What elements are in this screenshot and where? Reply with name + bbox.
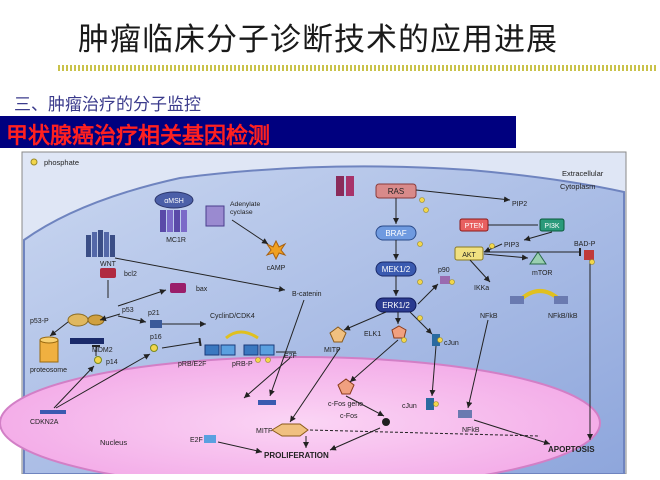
node-erk: ERK1/2 [382, 301, 410, 310]
nfkb-nuclear-icon [458, 410, 472, 418]
p21-icon [150, 320, 162, 328]
node-wnt: WNT [100, 261, 117, 268]
node-proliferation: PROLIFERATION [264, 451, 329, 460]
proteosome-icon [39, 336, 59, 363]
node-mitf: MITF [324, 347, 340, 354]
badp-icon [584, 250, 594, 260]
node-prbe2f: pRB/E2F [178, 361, 206, 368]
node-pip2: PIP2 [512, 201, 527, 208]
mitf-nuclear-icon [271, 423, 309, 437]
label-nucleus: Nucleus [100, 438, 127, 447]
node-cyclind: CyclinD/CDK4 [210, 313, 255, 320]
node-mek: MEK1/2 [382, 265, 411, 274]
akt-box [454, 246, 484, 261]
node-cdkn2a: CDKN2A [30, 419, 59, 426]
node-mc1r: MC1R [166, 237, 186, 244]
node-pten: PTEN [465, 223, 484, 230]
node-p14: p14 [106, 359, 118, 366]
cdkn2a-bar [40, 410, 66, 414]
mdm2-bar [70, 338, 104, 344]
camp-icon [265, 239, 287, 261]
node-bcatenin: B-catenin [292, 291, 322, 298]
slide-subtitle: 三、肿瘤治疗的分子监控 [14, 95, 201, 115]
p90-icon [440, 276, 450, 284]
node-cfos: c-Fos [340, 413, 358, 420]
pathway-arrows [49, 189, 593, 454]
node-p90: p90 [438, 267, 450, 274]
title-underline [58, 65, 658, 71]
adenylate-cyclase-icon [205, 205, 225, 227]
node-badp: BAD-P [574, 241, 596, 248]
node-cjun-n: cJun [402, 403, 417, 410]
legend-phosphate: phosphate [44, 158, 79, 167]
banner-text: 甲状腺癌治疗相关基因检测 [6, 124, 271, 149]
erk-box [375, 297, 417, 313]
cjun-nuclear-icon [426, 398, 434, 410]
cyclind-complex-icon [204, 330, 275, 356]
node-braf: BRAF [385, 229, 406, 238]
p14-icon [94, 356, 102, 364]
nfkb-ikb-icon [510, 296, 524, 304]
cfos-icon [382, 418, 390, 426]
node-apoptosis: APOPTOSIS [548, 445, 595, 454]
p16-icon [150, 344, 158, 352]
slide-title: 肿瘤临床分子诊断技术的应用进展 [78, 22, 558, 58]
node-ras: RAS [388, 187, 404, 196]
node-camp: cAMP [267, 265, 286, 272]
cfos-gene-icon [337, 378, 355, 395]
nfkb-ikb-icon-2 [554, 296, 568, 304]
bcl2-icon [100, 268, 116, 278]
section-banner: 甲状腺癌治疗相关基因检测 [0, 116, 516, 149]
node-e2f-n: E2F [190, 437, 203, 444]
mitf-icon [329, 326, 347, 343]
elk1-icon [391, 325, 407, 339]
node-elk1: ELK1 [364, 331, 381, 338]
node-ikka: IKKa [474, 285, 489, 292]
node-proteosome: proteosome [30, 367, 67, 374]
node-p16: p16 [150, 334, 162, 341]
node-bax: bax [196, 286, 208, 293]
node-adenylate-1: Adenylate [230, 201, 260, 208]
node-pip3: PIP3 [504, 242, 519, 249]
node-pi3k: PI3K [544, 223, 560, 230]
ras-receptor-icon [336, 176, 354, 196]
bcatenin-nuclear-icon [258, 400, 276, 405]
e2f-nuclear-icon [204, 435, 216, 443]
label-cytoplasm: Cytoplasm [560, 182, 595, 191]
bottom-mask [0, 474, 660, 480]
phosphate-icon [30, 158, 38, 166]
mc1r-receptor-icon: αMSH [154, 191, 194, 232]
node-amsh: αMSH [164, 198, 184, 205]
node-cjun: cJun [444, 340, 459, 347]
node-akt: AKT [462, 252, 476, 259]
node-adenylate-2: cyclase [230, 209, 253, 216]
node-mtor: mTOR [532, 270, 552, 277]
node-cfosgene: c-Fos gene [328, 401, 363, 408]
node-mitf-n: MITF [256, 428, 272, 435]
phosphate-dots [255, 197, 595, 407]
wnt-receptor-icon [86, 230, 115, 257]
cjun-icon [432, 334, 440, 346]
mtor-icon [529, 251, 547, 265]
node-bcl2: bcl2 [124, 271, 137, 278]
node-mdm2: MDM2 [92, 347, 113, 354]
node-nfkb-n: NFkB [462, 427, 480, 434]
node-nfkb: NFkB [480, 313, 498, 320]
node-p53: p53 [122, 307, 134, 314]
node-prbp: pRB-P [232, 361, 253, 368]
bax-icon [170, 283, 186, 293]
node-p53p: p53-P [30, 318, 49, 325]
node-e2f: E2F [284, 353, 297, 360]
pi3k-box [539, 218, 565, 232]
node-p21: p21 [148, 310, 160, 317]
nucleus [0, 356, 601, 480]
label-extracellular: Extracellular [562, 169, 604, 178]
p53-complex-icon [67, 313, 105, 327]
node-nfkbikb: NFkB/IkB [548, 313, 578, 320]
